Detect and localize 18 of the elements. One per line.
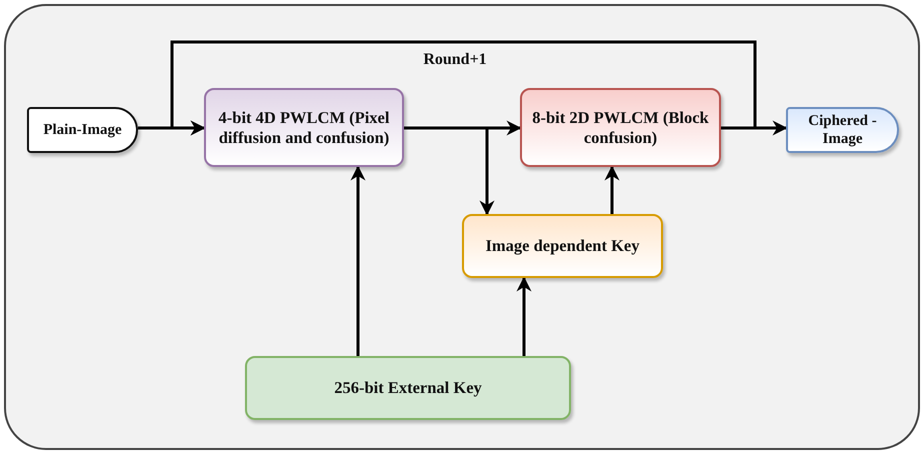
node-label: Ciphered - Image <box>807 112 878 148</box>
node-label: Plain-Image <box>42 121 123 139</box>
process-box <box>245 356 571 420</box>
node-label: 256-bit External Key <box>333 378 483 398</box>
process-box <box>462 214 663 278</box>
terminal-shape <box>786 107 899 153</box>
node-label: Image dependent Key <box>484 236 640 256</box>
node-label: 4-bit 4D PWLCM (Pixel diffusion and confusion) <box>218 108 390 148</box>
outer-frame <box>4 4 920 450</box>
arrow <box>516 276 532 356</box>
terminal-shape <box>27 107 138 153</box>
arrow <box>404 126 494 216</box>
node-label: 8-bit 2D PWLCM (Block confusion) <box>531 108 710 148</box>
arrow <box>170 40 756 136</box>
process-box <box>204 88 404 167</box>
process-box <box>520 88 721 167</box>
arrow <box>350 166 366 356</box>
arrow <box>604 166 620 214</box>
